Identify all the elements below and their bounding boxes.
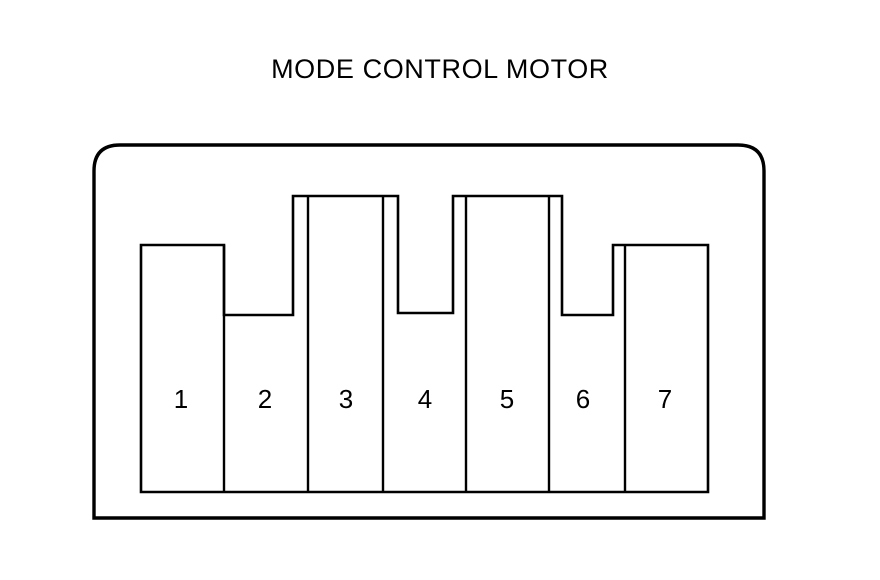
pin-number-labels: 1 2 3 4 5 6 7: [174, 384, 672, 414]
connector-housing-outline: [92, 143, 766, 520]
pin-number-2: 2: [258, 384, 272, 414]
pin-number-4: 4: [418, 384, 432, 414]
pin-number-6: 6: [576, 384, 590, 414]
cavity-dividers: [222, 196, 627, 492]
pin-number-7: 7: [658, 384, 672, 414]
terminal-cavity-outline: [139, 194, 710, 494]
pin-number-5: 5: [500, 384, 514, 414]
pin-number-1: 1: [174, 384, 188, 414]
page-title: MODE CONTROL MOTOR: [271, 54, 609, 84]
pin-number-3: 3: [339, 384, 353, 414]
